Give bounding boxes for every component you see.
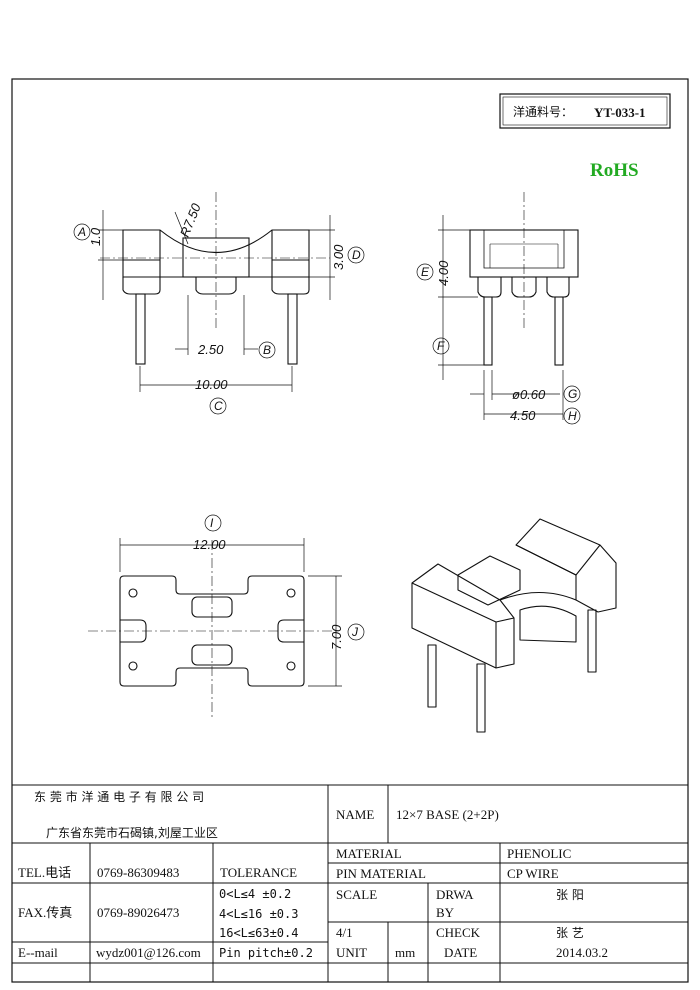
company-name: 东 莞 市 洋 通 电 子 有 限 公 司 [34,789,204,804]
tolerance-row-3: 16<L≤63±0.4 [219,926,298,940]
label-G: G [568,387,577,401]
fax-value: 0769-89026473 [97,905,179,920]
part-number-value: YT-033-1 [594,105,646,120]
dim-A-value: 1.0 [88,227,103,246]
tel-label: TEL.电话 [18,865,71,880]
label-H: H [568,409,577,423]
pin-material-value: CP WIRE [507,866,559,881]
check-label: CHECK [436,925,481,940]
tolerance-row-2: 4<L≤16 ±0.3 [219,907,298,921]
tolerance-label: TOLERANCE [220,865,297,880]
title-block-lines [12,784,688,982]
part-number-label: 洋通料号： [513,104,573,119]
date-value: 2014.03.2 [556,945,608,960]
front-dimensions [73,210,365,415]
dim-H-value: 4.50 [510,408,536,423]
label-B: B [263,343,271,357]
check-value: 张 艺 [556,926,584,940]
unit-value: mm [395,945,415,960]
dim-G-value: ø0.60 [512,387,546,402]
fax-label: FAX.传真 [18,905,72,920]
label-D: D [352,248,361,262]
side-dimensions [416,215,581,425]
scale-label: SCALE [336,887,377,902]
material-value: PHENOLIC [507,846,571,861]
isometric-view [411,518,617,733]
dim-I-value: 12.00 [193,537,226,552]
tel-value: 0769-86309483 [97,865,179,880]
dim-B-value: 2.50 [197,342,224,357]
dim-D-value: 3.00 [331,244,346,270]
tolerance-row-4: Pin pitch±0.2 [219,946,313,960]
dim-E-value: 4.00 [436,260,451,286]
top-dimensions [119,514,365,687]
rohs-mark: RoHS [590,160,639,181]
label-E: E [421,265,430,279]
email-label: E--mail [18,945,58,960]
dim-radius-value: R7.50 [177,201,204,239]
sheet-border [11,78,689,983]
tolerance-row-1: 0<L≤4 ±0.2 [219,887,291,901]
date-label: DATE [444,945,477,960]
label-I: I [210,516,214,530]
material-label: MATERIAL [336,846,402,861]
drawn-by-value: 张 阳 [556,888,584,902]
dim-C-value: 10.00 [195,377,228,392]
name-label: NAME [336,807,374,822]
company-address: 广东省东莞市石碣镇,刘屋工业区 [46,825,218,840]
name-value: 12×7 BASE (2+2P) [396,807,499,822]
scale-value: 4/1 [336,925,353,940]
email-value: wydz001@126.com [96,945,201,960]
label-F: F [437,339,445,353]
side-view [469,192,579,366]
label-A: A [77,225,86,239]
unit-label: UNIT [336,945,367,960]
part-number-box: 洋通料号： YT-033-1 [499,93,671,129]
label-J: J [351,625,359,639]
drawn-by-label-2: BY [436,905,455,920]
front-view [100,192,330,365]
pin-material-label: PIN MATERIAL [336,866,426,881]
top-view [88,540,340,718]
drawn-by-label-1: DRWA [436,887,474,902]
label-C: C [214,399,223,413]
dim-J-value: 7.00 [329,624,344,650]
title-block: 东 莞 市 洋 通 电 子 有 限 公 司 广东省东莞市石碣镇,刘屋工业区 NA… [18,789,608,960]
